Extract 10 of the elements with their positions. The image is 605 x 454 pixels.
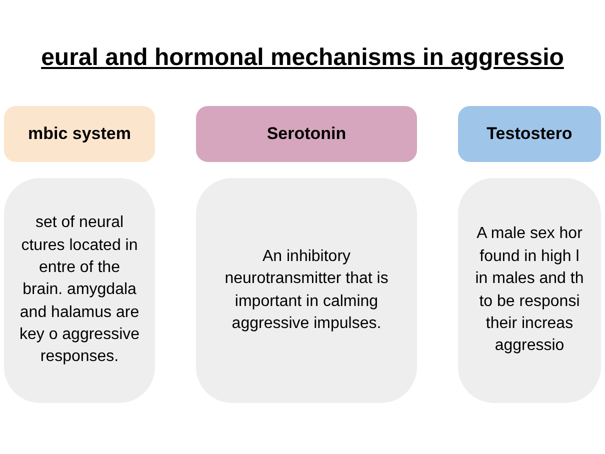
description-text: A male sex hor found in high l in males and th to be responsi their increas aggressio bbox=[474, 224, 585, 356]
description-text: set of neural ctures located in entre of the brain. amygdala and halamus are key o aggressive responses. bbox=[18, 213, 141, 368]
header-box bbox=[4, 106, 155, 162]
description-text: An inhibitory neurotransmitter that is important in calming aggressive impulses. bbox=[224, 246, 390, 334]
header-text: Serotonin bbox=[266, 124, 346, 144]
header-box bbox=[196, 106, 417, 162]
header-text: Testostero bbox=[486, 124, 572, 144]
header-box bbox=[458, 106, 601, 162]
title: eural and hormonal mechanisms in aggressio bbox=[40, 44, 565, 72]
header-text: mbic system bbox=[28, 124, 131, 144]
